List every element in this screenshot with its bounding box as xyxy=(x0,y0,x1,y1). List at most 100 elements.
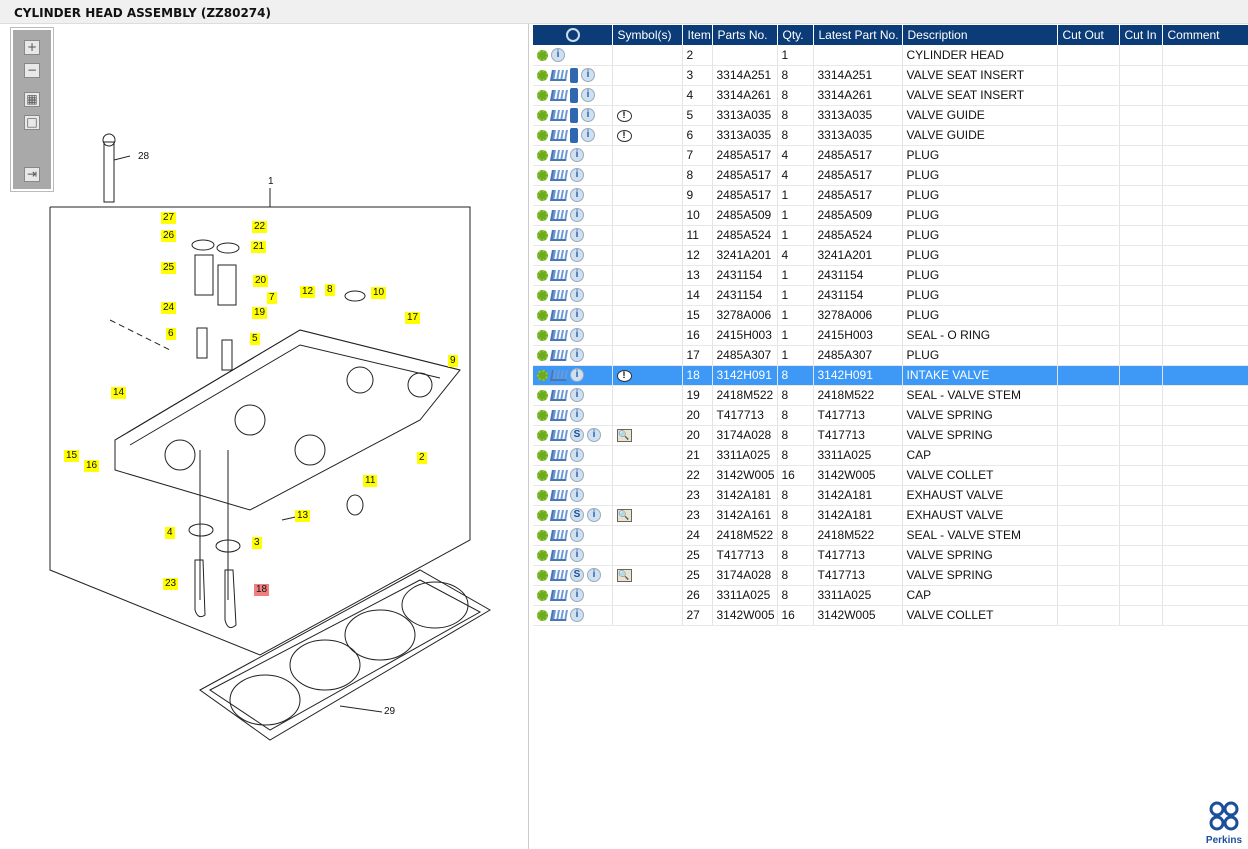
callout-17[interactable]: 17 xyxy=(405,312,421,324)
zoom-in-button[interactable]: + xyxy=(24,40,40,55)
info-icon[interactable]: i xyxy=(570,528,584,543)
gear-icon[interactable] xyxy=(537,349,548,361)
callout-26[interactable]: 26 xyxy=(161,230,177,242)
cart-icon[interactable] xyxy=(550,329,568,341)
column-header[interactable]: Cut Out xyxy=(1057,25,1120,45)
info-icon[interactable]: i xyxy=(581,88,595,103)
cart-icon[interactable] xyxy=(550,169,568,181)
column-header[interactable]: Parts No. xyxy=(712,25,778,45)
cart-icon[interactable] xyxy=(550,189,568,201)
column-header[interactable]: Item xyxy=(682,25,713,45)
callout-3[interactable]: 3 xyxy=(252,537,262,549)
cart-icon[interactable] xyxy=(550,469,568,481)
lookup-icon[interactable]: 🔍 xyxy=(616,429,632,443)
info-icon[interactable]: i xyxy=(570,368,584,383)
gear-icon[interactable] xyxy=(537,409,548,421)
gear-icon[interactable] xyxy=(537,329,548,341)
cart-icon[interactable] xyxy=(550,69,568,81)
info-icon[interactable]: i xyxy=(587,428,601,443)
gear-icon[interactable] xyxy=(537,589,548,601)
info-icon[interactable]: i xyxy=(581,68,595,83)
callout-11[interactable]: 11 xyxy=(363,475,378,487)
callout-4[interactable]: 4 xyxy=(165,527,175,539)
gear-icon[interactable] xyxy=(537,429,548,441)
info-icon[interactable]: i xyxy=(581,108,595,123)
info-icon[interactable]: i xyxy=(581,128,595,143)
gear-icon[interactable] xyxy=(537,249,548,261)
info-icon[interactable]: i xyxy=(570,328,584,343)
warning-icon[interactable]: ! xyxy=(616,109,632,122)
lookup-icon[interactable]: 🔍 xyxy=(616,569,632,583)
callout-19[interactable]: 19 xyxy=(252,307,268,319)
callout-1[interactable]: 1 xyxy=(268,176,274,187)
info-icon[interactable]: i xyxy=(570,468,584,483)
zoom-out-button[interactable]: − xyxy=(24,63,40,78)
callout-2[interactable]: 2 xyxy=(417,452,427,464)
cart-icon[interactable] xyxy=(550,109,568,121)
callout-24[interactable]: 24 xyxy=(161,302,177,314)
column-header[interactable]: Symbol(s) xyxy=(612,25,683,45)
gear-icon[interactable] xyxy=(537,609,548,621)
supersession-icon[interactable]: S xyxy=(570,508,584,523)
callout-21[interactable]: 21 xyxy=(251,241,267,253)
callout-25[interactable]: 25 xyxy=(161,262,177,274)
column-header-search[interactable] xyxy=(533,25,613,45)
gear-icon[interactable] xyxy=(537,109,548,121)
cart-icon[interactable] xyxy=(550,369,568,381)
column-header[interactable]: Qty. xyxy=(777,25,814,45)
callout-16[interactable]: 16 xyxy=(84,460,100,472)
callout-13[interactable]: 13 xyxy=(295,510,311,522)
info-icon[interactable]: i xyxy=(570,448,584,463)
cart-icon[interactable] xyxy=(550,549,568,561)
callout-20[interactable]: 20 xyxy=(253,275,269,287)
info-icon[interactable]: i xyxy=(570,228,584,243)
info-icon[interactable]: i xyxy=(570,388,584,403)
gear-icon[interactable] xyxy=(537,149,548,161)
cart-icon[interactable] xyxy=(550,409,568,421)
gear-icon[interactable] xyxy=(537,89,548,101)
column-header[interactable]: Description xyxy=(902,25,1058,45)
info-icon[interactable]: i xyxy=(570,608,584,623)
column-header[interactable]: Comment xyxy=(1162,25,1248,45)
info-icon[interactable]: i xyxy=(570,288,584,303)
callout-9[interactable]: 9 xyxy=(448,355,458,367)
callout-7[interactable]: 7 xyxy=(267,292,277,304)
gear-icon[interactable] xyxy=(537,309,548,321)
cart-icon[interactable] xyxy=(550,89,568,101)
cart-icon[interactable] xyxy=(550,429,568,441)
info-icon[interactable]: i xyxy=(570,248,584,263)
export-button[interactable]: ⇥ xyxy=(24,167,40,182)
cart-icon[interactable] xyxy=(550,249,568,261)
warning-icon[interactable]: ! xyxy=(616,369,632,382)
search-icon[interactable] xyxy=(566,28,581,43)
callout-18[interactable]: 18 xyxy=(254,584,270,596)
gear-icon[interactable] xyxy=(537,509,548,521)
book-icon[interactable] xyxy=(570,67,578,83)
cart-icon[interactable] xyxy=(550,589,568,601)
book-icon[interactable] xyxy=(570,87,578,103)
callout-23[interactable]: 23 xyxy=(163,578,179,590)
reset-view-button[interactable]: □ xyxy=(24,115,40,130)
callout-15[interactable]: 15 xyxy=(64,450,80,462)
cart-icon[interactable] xyxy=(550,569,568,581)
gear-icon[interactable] xyxy=(537,229,548,241)
